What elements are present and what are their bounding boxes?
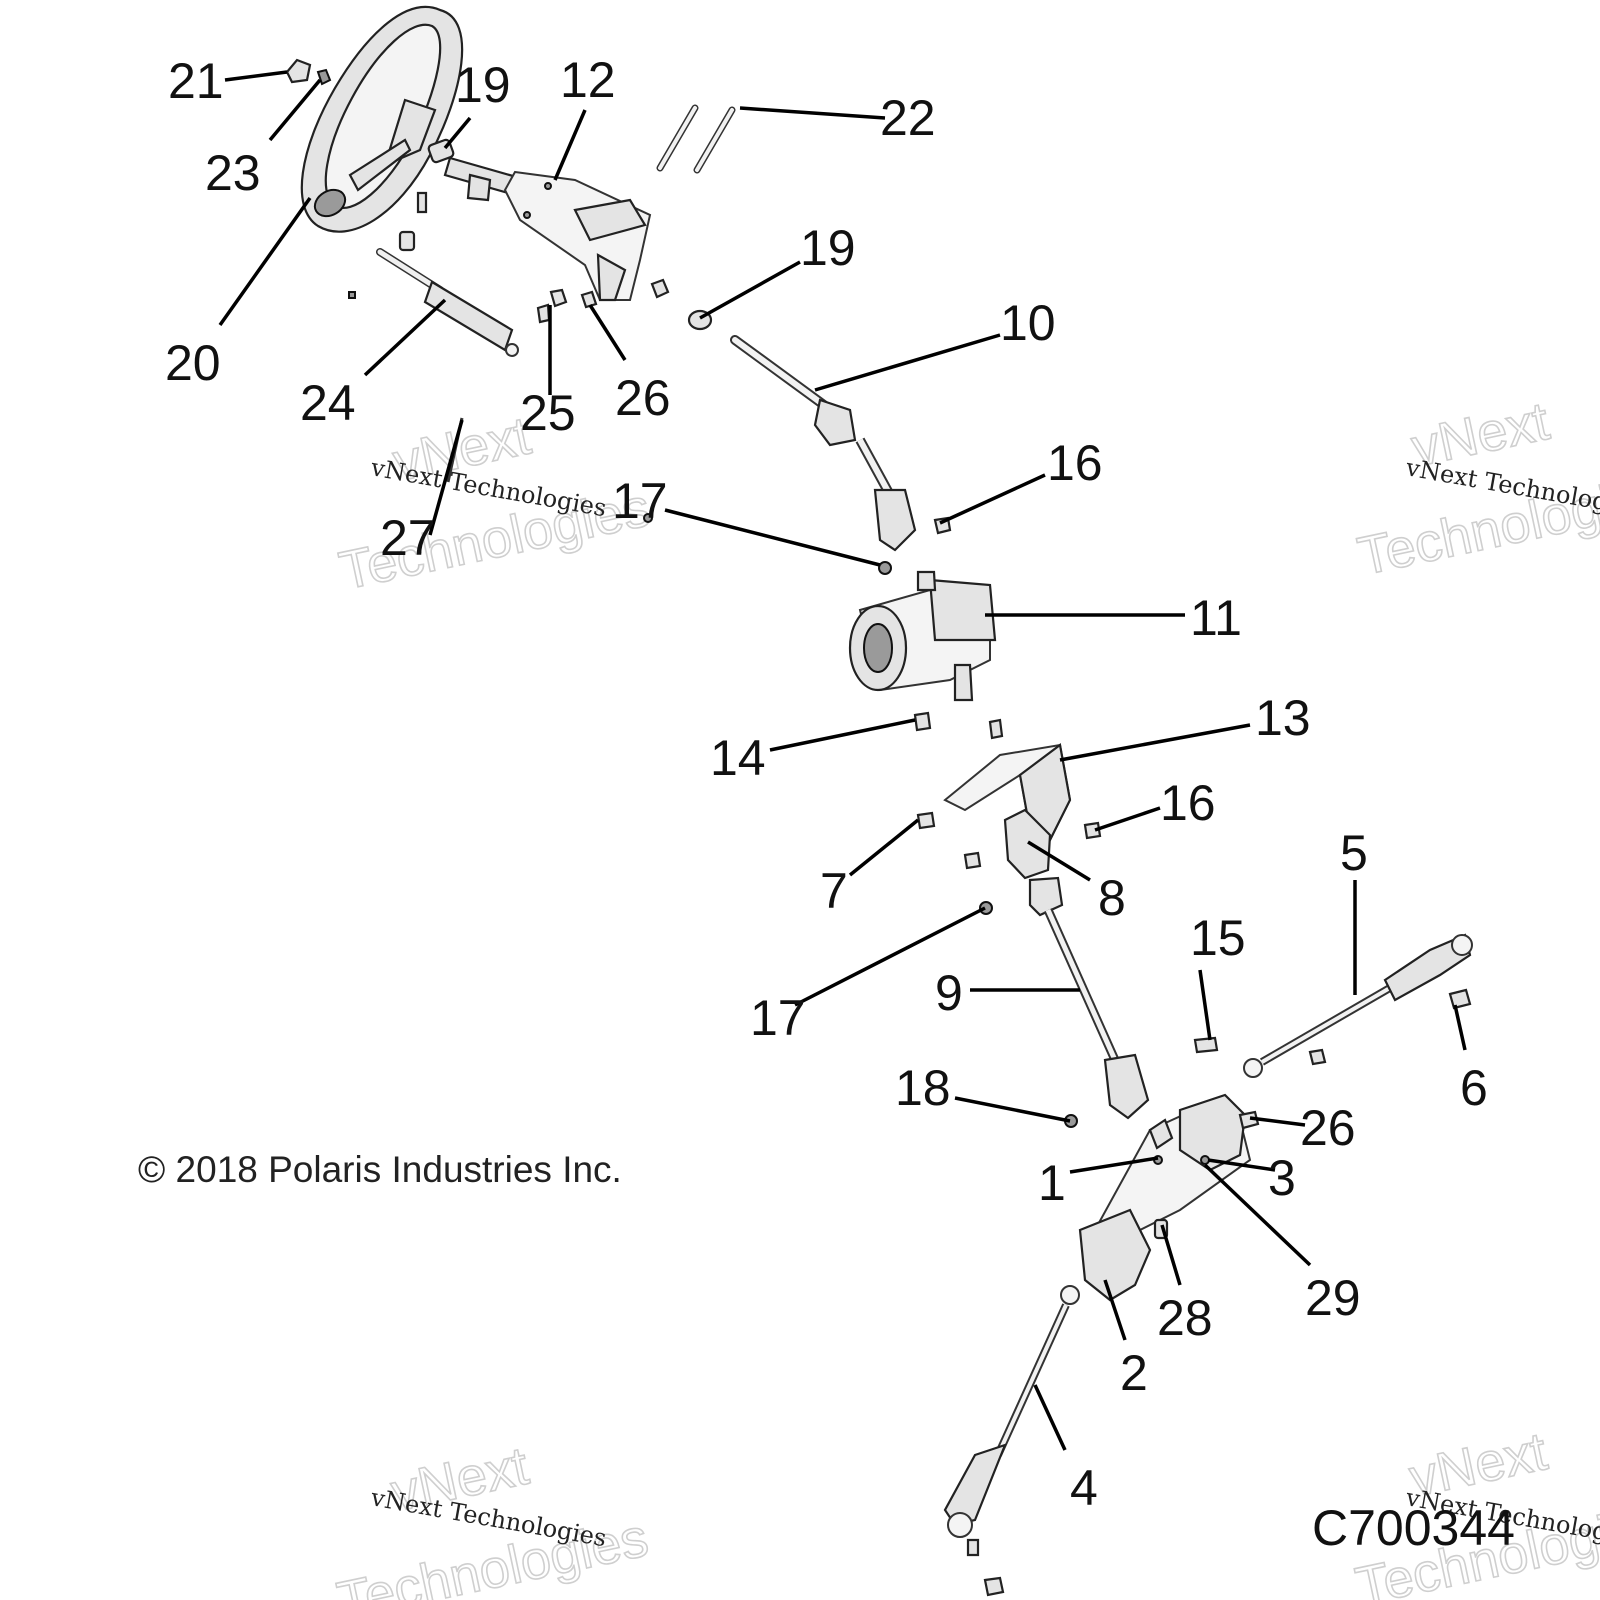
bolt-16-lower <box>1083 821 1102 840</box>
leader-19-lower <box>699 260 801 320</box>
leader-29 <box>1203 1163 1312 1267</box>
leader-10 <box>814 333 1001 392</box>
callout-16-upper: 16 <box>1047 435 1103 491</box>
leader-16-lower <box>1094 806 1161 832</box>
leader-4 <box>1033 1384 1067 1451</box>
leader-22 <box>739 106 886 120</box>
callout-10: 10 <box>1000 295 1056 351</box>
callout-9: 9 <box>935 965 963 1021</box>
leader-21 <box>224 70 288 82</box>
nut-21 <box>285 58 312 84</box>
callout-18: 18 <box>895 1060 951 1116</box>
nut-25 <box>549 288 568 308</box>
callout-6: 6 <box>1460 1060 1488 1116</box>
callout-17-lower: 17 <box>750 990 806 1046</box>
steering-boot <box>1003 808 1052 880</box>
gas-strut <box>376 248 519 357</box>
column-bracket <box>443 156 652 302</box>
nut-26 <box>580 290 598 309</box>
leader-24 <box>363 298 447 377</box>
nut-23 <box>316 68 332 86</box>
leader-23 <box>268 78 322 142</box>
steering-wheel <box>300 5 464 233</box>
upper-steering-shaft <box>730 335 917 552</box>
bolt-small-a <box>416 191 428 214</box>
callout-4: 4 <box>1070 1460 1098 1516</box>
tie-rod-right <box>1243 933 1473 1078</box>
callout-7: 7 <box>820 863 848 919</box>
figure-id: C700344 <box>1312 1500 1515 1556</box>
leader-6 <box>1453 1004 1467 1051</box>
nut-6 <box>1448 988 1472 1010</box>
bushing-c <box>398 230 416 252</box>
leader-27 <box>428 419 464 536</box>
callout-27: 27 <box>380 510 436 566</box>
leader-19-upper <box>443 116 472 150</box>
callout-8: 8 <box>1098 870 1126 926</box>
bushing-b <box>650 278 670 299</box>
callout-19-lower: 19 <box>800 220 856 276</box>
leader-7 <box>848 818 920 877</box>
steering-rack <box>1078 1093 1260 1302</box>
callout-12: 12 <box>560 52 616 108</box>
callout-24: 24 <box>300 375 356 431</box>
leader-14 <box>769 718 916 752</box>
leader-2 <box>1103 1279 1127 1341</box>
leader-18 <box>954 1096 1071 1123</box>
callout-20: 20 <box>165 335 221 391</box>
callout-1: 1 <box>1038 1155 1066 1211</box>
bolt-7 <box>916 811 936 830</box>
bolt-small-d <box>963 851 982 870</box>
pin-small <box>348 291 356 299</box>
leader-1 <box>1069 1156 1159 1174</box>
callout-2: 2 <box>1120 1345 1148 1401</box>
leader-12 <box>553 109 587 181</box>
callout-17-upper: 17 <box>612 473 668 529</box>
callout-25: 25 <box>520 385 576 441</box>
leader-16-upper <box>939 473 1046 525</box>
bolts-22 <box>656 104 736 174</box>
nut-bottom <box>983 1576 1005 1597</box>
nut-17-lower <box>979 901 993 915</box>
tie-rod-left <box>943 1285 1080 1557</box>
callout-29: 29 <box>1305 1270 1361 1326</box>
callout-16-lower: 16 <box>1160 775 1216 831</box>
power-steering-unit <box>848 570 997 702</box>
leader-15 <box>1198 969 1212 1041</box>
callout-21: 21 <box>168 53 224 109</box>
callout-15: 15 <box>1190 910 1246 966</box>
leader-13 <box>1059 723 1251 762</box>
callout-26-lower: 26 <box>1300 1100 1356 1156</box>
leader-26-upper <box>588 304 627 361</box>
callout-14: 14 <box>710 730 766 786</box>
callout-26-upper: 26 <box>615 370 671 426</box>
bolt-14 <box>913 711 932 732</box>
leader-8 <box>1027 840 1091 882</box>
leader-17-upper <box>664 508 881 567</box>
leader-lines <box>218 70 1467 1451</box>
bolt-small-c <box>988 718 1004 740</box>
leader-17-lower <box>794 906 986 1007</box>
callout-13: 13 <box>1255 690 1311 746</box>
callout-labels: 21 23 19 12 22 20 19 24 25 26 10 16 17 2… <box>165 52 1488 1516</box>
nut-17-upper <box>878 561 892 575</box>
callout-22: 22 <box>880 90 936 146</box>
bolt-15 <box>1193 1036 1219 1054</box>
callout-3: 3 <box>1268 1150 1296 1206</box>
nut-small-e <box>1308 1048 1327 1066</box>
intermediate-shaft <box>1028 876 1150 1120</box>
leader-20 <box>218 196 312 327</box>
callout-19-upper: 19 <box>455 57 511 113</box>
callout-11: 11 <box>1190 590 1242 646</box>
copyright-notice: © 2018 Polaris Industries Inc. <box>138 1149 622 1190</box>
callout-28: 28 <box>1157 1290 1213 1346</box>
bolt-25 <box>536 303 551 324</box>
leader-28 <box>1160 1224 1182 1286</box>
callout-23: 23 <box>205 145 261 201</box>
pin-small-b <box>643 513 653 523</box>
leader-3 <box>1207 1158 1276 1172</box>
leader-26-lower <box>1249 1116 1306 1127</box>
callout-5: 5 <box>1340 825 1368 881</box>
